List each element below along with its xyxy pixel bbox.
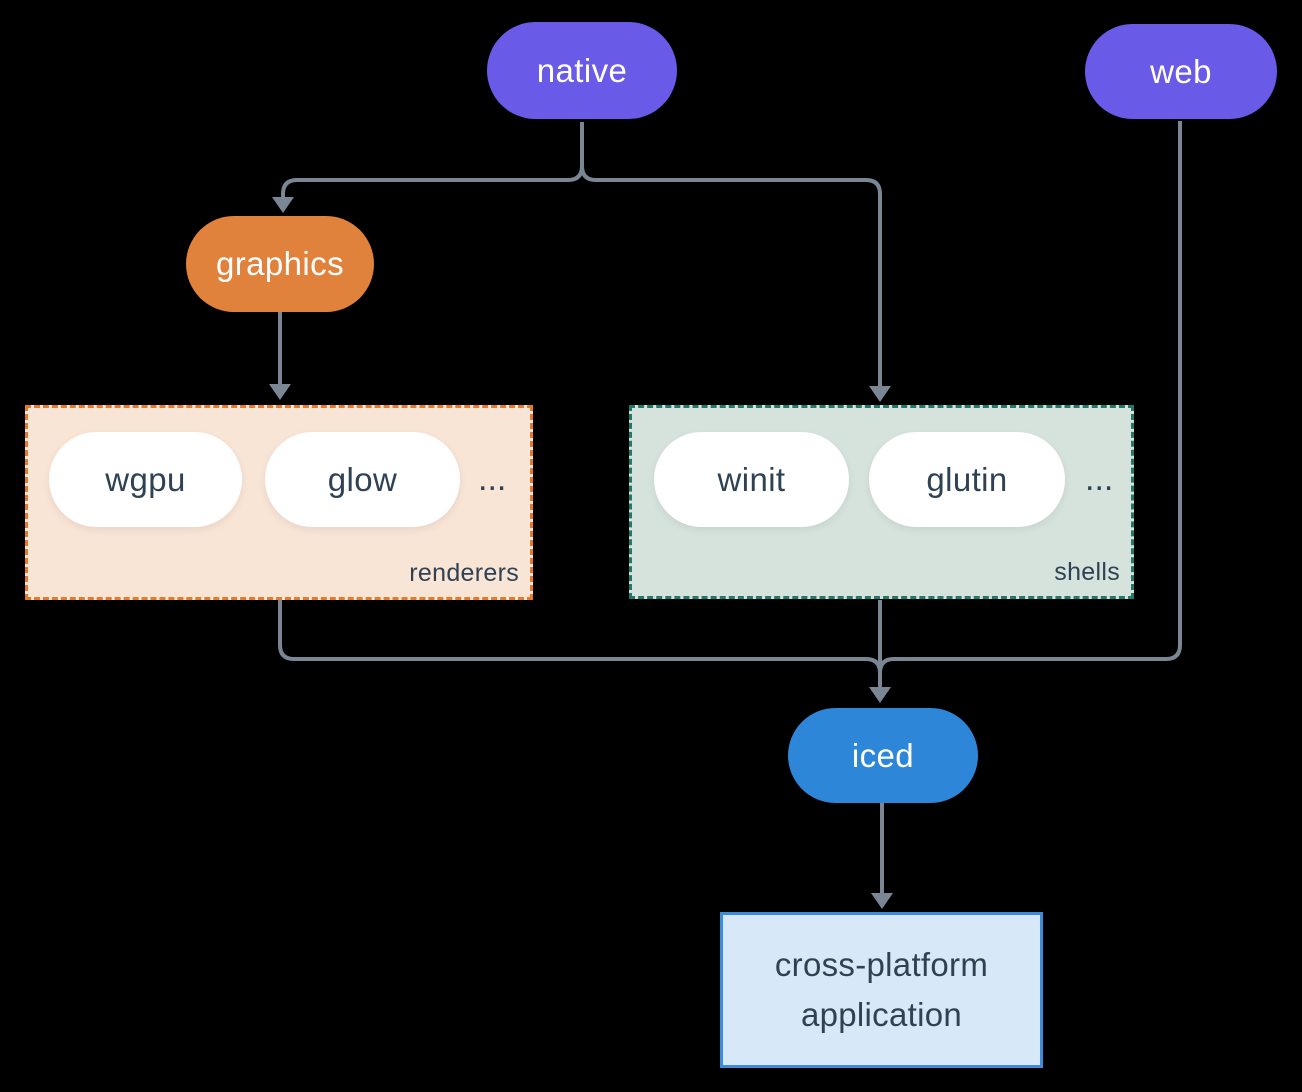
web-label: web (1150, 52, 1212, 90)
renderers-group: wgpu glow ... renderers (25, 405, 533, 600)
winit-node: winit (654, 432, 849, 527)
edge-renderers-to-iced (278, 600, 882, 674)
arrowhead (269, 384, 291, 400)
shells-group: winit glutin ... shells (629, 405, 1134, 599)
arrowhead (869, 687, 891, 703)
edge-native-to-graphics (281, 122, 584, 198)
native-label: native (536, 51, 628, 89)
glutin-label: glutin (926, 460, 1008, 498)
arrowhead (869, 386, 891, 402)
application-node: cross-platform application (720, 912, 1043, 1068)
arrowhead (272, 197, 294, 213)
application-label: cross-platform application (774, 945, 989, 1033)
glow-node: glow (265, 432, 460, 527)
shells-ellipsis: ... (1085, 460, 1114, 498)
renderers-ellipsis: ... (478, 460, 507, 498)
arrowhead (871, 893, 893, 909)
glutin-node: glutin (869, 432, 1065, 527)
native-node: native (487, 22, 677, 119)
graphics-node: graphics (186, 216, 374, 312)
graphics-label: graphics (216, 245, 344, 282)
winit-label: winit (717, 460, 786, 498)
iced-label: iced (851, 736, 915, 774)
edge-native-to-shells (580, 122, 882, 387)
shells-group-label: shells (1054, 558, 1120, 586)
wgpu-label: wgpu (105, 460, 186, 498)
wgpu-node: wgpu (49, 432, 242, 527)
iced-node: iced (788, 708, 978, 803)
renderers-group-label: renderers (409, 559, 519, 587)
web-node: web (1085, 24, 1277, 119)
glow-label: glow (327, 460, 398, 498)
